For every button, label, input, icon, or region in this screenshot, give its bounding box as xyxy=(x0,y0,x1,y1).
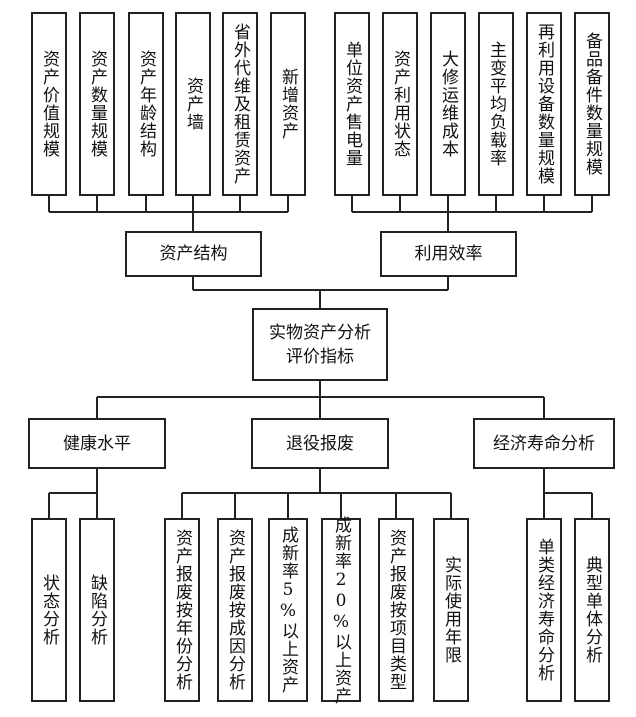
leaf-label: 主变平均负载率 xyxy=(486,41,506,167)
leaf-label: 再利用设备数量规模 xyxy=(534,23,554,185)
group-label: 经济寿命分析 xyxy=(493,433,595,454)
leaf-label: 单位资产售电量 xyxy=(342,41,362,167)
leaf-label: 省外代维及租赁资产 xyxy=(230,23,250,185)
group-utilization-efficiency: 利用效率 xyxy=(380,231,517,277)
connector-economic xyxy=(543,469,593,518)
leaf-outsourced-leased-assets: 省外代维及租赁资产 xyxy=(222,12,258,196)
leaf-label: 资产报废按项目类型 xyxy=(386,529,406,691)
group-economic-life: 经济寿命分析 xyxy=(473,418,615,469)
leaf-label: 备品备件数量规模 xyxy=(582,32,602,176)
leaf-new-assets: 新增资产 xyxy=(270,12,306,196)
leaf-label: 单类经济寿命分析 xyxy=(534,538,554,682)
leaf-label: 资产数量规模 xyxy=(87,50,107,158)
leaf-label: 大修运维成本 xyxy=(438,50,458,158)
leaf-status-analysis: 状态分析 xyxy=(31,518,67,702)
connector-efficiency xyxy=(351,196,593,231)
connector-root-upper xyxy=(192,277,449,308)
connector-root-lower xyxy=(96,381,545,418)
group-label: 健康水平 xyxy=(63,433,131,454)
leaf-label: 状态分析 xyxy=(39,574,59,646)
leaf-single-class-economic-life: 单类经济寿命分析 xyxy=(526,518,562,702)
leaf-label: 成新率20%以上资产 xyxy=(331,515,351,705)
leaf-scrap-by-cause: 资产报废按成因分析 xyxy=(217,518,253,702)
root-node: 实物资产分析 评价指标 xyxy=(252,308,388,381)
group-health-level: 健康水平 xyxy=(28,418,166,469)
leaf-scrap-by-year: 资产报废按年份分析 xyxy=(164,518,200,702)
leaf-label: 资产年龄结构 xyxy=(136,50,156,158)
leaf-label: 资产价值规模 xyxy=(39,50,59,158)
leaf-label: 资产报废按年份分析 xyxy=(172,529,192,691)
group-label: 资产结构 xyxy=(159,244,228,264)
leaf-asset-wall: 资产墙 xyxy=(175,12,211,196)
leaf-reused-equipment-scale: 再利用设备数量规模 xyxy=(526,12,562,196)
leaf-label: 资产利用状态 xyxy=(390,50,410,158)
leaf-asset-age-structure: 资产年龄结构 xyxy=(128,12,164,196)
leaf-asset-quantity-scale: 资产数量规模 xyxy=(79,12,115,196)
connector-structure xyxy=(48,196,289,231)
leaf-typical-unit-analysis: 典型单体分析 xyxy=(574,518,610,702)
leaf-label: 资产墙 xyxy=(183,77,203,131)
leaf-label: 实际使用年限 xyxy=(441,556,461,664)
leaf-unit-asset-sales: 单位资产售电量 xyxy=(334,12,370,196)
leaf-overhaul-maintenance-cost: 大修运维成本 xyxy=(430,12,466,196)
leaf-scrap-by-project-type: 资产报废按项目类型 xyxy=(378,518,414,702)
group-asset-structure: 资产结构 xyxy=(125,231,262,277)
group-label: 退役报废 xyxy=(286,433,354,454)
leaf-label: 新增资产 xyxy=(278,68,298,140)
root-label: 实物资产分析 评价指标 xyxy=(269,322,371,367)
leaf-transformer-load-rate: 主变平均负载率 xyxy=(478,12,514,196)
connector-retirement xyxy=(181,469,452,518)
leaf-label: 典型单体分析 xyxy=(582,556,602,664)
leaf-asset-value-scale: 资产价值规模 xyxy=(31,12,67,196)
group-label: 利用效率 xyxy=(414,244,483,264)
leaf-asset-utilization-status: 资产利用状态 xyxy=(382,12,418,196)
leaf-defect-analysis: 缺陷分析 xyxy=(79,518,115,702)
leaf-spare-parts-scale: 备品备件数量规模 xyxy=(574,12,610,196)
group-retirement-scrap: 退役报废 xyxy=(251,418,389,469)
leaf-label: 缺陷分析 xyxy=(87,574,107,646)
leaf-actual-service-life: 实际使用年限 xyxy=(433,518,469,702)
connector-health xyxy=(48,469,98,518)
leaf-newness-20pct: 成新率20%以上资产 xyxy=(321,515,361,705)
leaf-label: 成新率5%以上资产 xyxy=(278,526,298,694)
leaf-label: 资产报废按成因分析 xyxy=(225,529,245,691)
leaf-newness-5pct: 成新率5%以上资产 xyxy=(268,518,308,702)
